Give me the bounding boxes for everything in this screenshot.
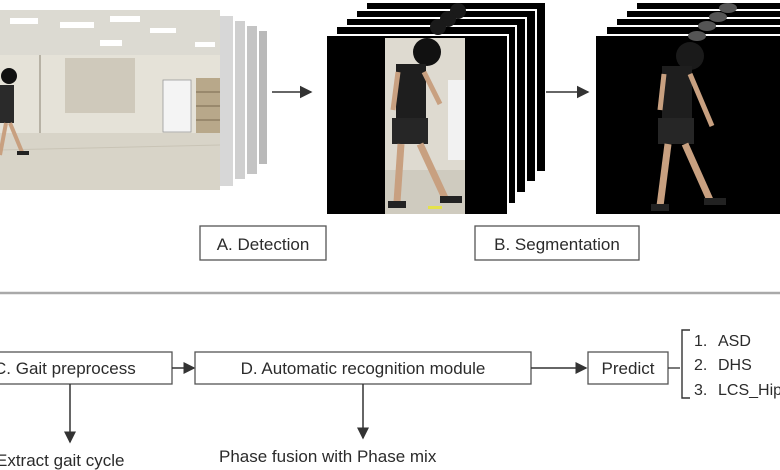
recognition-module-box: D. Automatic recognition module xyxy=(194,351,532,385)
segmentation-label: B. Segmentation xyxy=(494,235,620,254)
prediction-list: 1. ASD 2. DHS 3. LCS_Hip xyxy=(694,333,780,399)
predict-label: Predict xyxy=(602,359,655,378)
detection-label: A. Detection xyxy=(217,235,310,254)
gait-preprocess-box: C. Gait preprocess xyxy=(0,351,173,385)
raw-frames-stack xyxy=(0,10,269,190)
segmentation-label-box: B. Segmentation xyxy=(474,225,640,261)
phase-fusion-label: Phase fusion with Phase mix xyxy=(219,447,437,466)
prediction-item-1-num: 1. xyxy=(694,333,707,350)
prediction-item-2-num: 2. xyxy=(694,357,707,374)
detection-frames-stack xyxy=(325,1,547,216)
predict-box: Predict xyxy=(587,351,669,385)
segmentation-frames-stack xyxy=(594,1,780,216)
prediction-item-2-label: DHS xyxy=(718,357,752,374)
prediction-item-3-label: LCS_Hip xyxy=(718,382,780,399)
raw-frame-front xyxy=(0,10,220,190)
extract-gait-cycle-label: Extract gait cycle xyxy=(0,451,125,470)
prediction-item-1-label: ASD xyxy=(718,333,751,350)
prediction-bracket xyxy=(681,329,690,399)
detection-crop xyxy=(385,38,465,214)
gait-preprocess-label: C. Gait preprocess xyxy=(0,359,136,378)
prediction-item-3-num: 3. xyxy=(694,382,707,399)
detection-label-box: A. Detection xyxy=(199,225,327,261)
recognition-module-label: D. Automatic recognition module xyxy=(241,359,486,378)
segmented-person xyxy=(651,42,726,211)
